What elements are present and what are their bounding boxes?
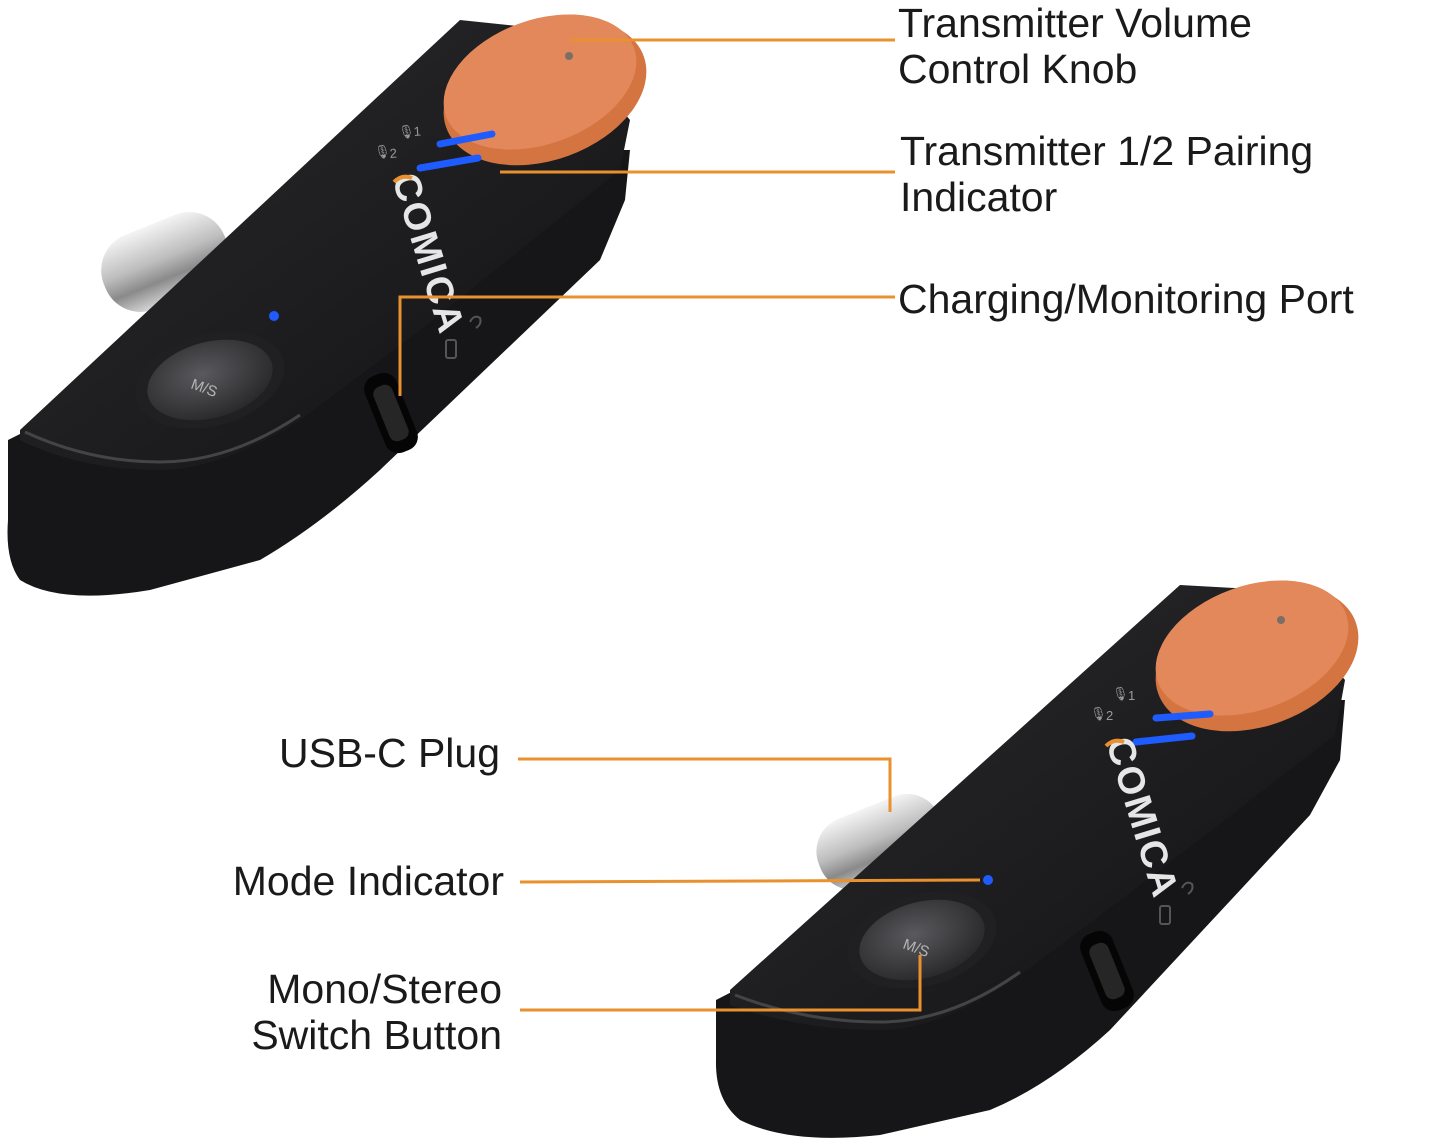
channel-labels-bottom: 🎙 1 🎙 2 bbox=[1090, 686, 1135, 723]
callout-volume-knob: Transmitter Volume Control Knob bbox=[898, 0, 1252, 92]
callout-pairing-indicator-line1: Transmitter 1/2 Pairing bbox=[900, 128, 1314, 174]
callout-charging-port: Charging/Monitoring Port bbox=[898, 276, 1354, 322]
svg-text:🎙: 🎙 bbox=[398, 124, 415, 139]
leader-usb-plug bbox=[518, 757, 892, 812]
callout-switch-button: Mono/Stereo Switch Button bbox=[251, 966, 502, 1058]
svg-text:🎙: 🎙 bbox=[374, 144, 391, 159]
pairing-indicator-top bbox=[416, 130, 496, 172]
volume-knob-top[interactable] bbox=[423, 0, 667, 192]
charging-port-top bbox=[364, 372, 418, 454]
callout-switch-button-line1: Mono/Stereo bbox=[267, 966, 502, 1012]
callout-volume-knob-line1: Transmitter Volume bbox=[898, 0, 1252, 46]
callout-mode-indicator-line1: Mode Indicator bbox=[232, 858, 504, 904]
mode-indicator-bottom bbox=[983, 875, 993, 885]
callout-pairing-indicator: Transmitter 1/2 Pairing Indicator bbox=[900, 128, 1313, 220]
callout-mode-indicator: Mode Indicator bbox=[233, 858, 504, 904]
channel-2-label-bottom: 2 bbox=[1106, 708, 1113, 723]
ms-button-top[interactable]: M/S bbox=[125, 316, 296, 444]
leader-switch-button bbox=[520, 955, 922, 1012]
volume-knob-bottom[interactable] bbox=[1135, 556, 1379, 758]
charging-port-bottom bbox=[1080, 930, 1134, 1012]
callout-usb-plug: USB-C Plug bbox=[279, 730, 500, 776]
channel-1-label-bottom: 1 bbox=[1128, 688, 1135, 703]
svg-text:🎙: 🎙 bbox=[1090, 706, 1107, 721]
callout-switch-button-line2: Switch Button bbox=[251, 1012, 502, 1058]
device-bottom: 🎙 1 🎙 2 COMICA M/S bbox=[715, 556, 1379, 1138]
leader-mode-indicator bbox=[519, 878, 981, 884]
svg-text:🎙: 🎙 bbox=[1112, 686, 1129, 701]
channel-1-label: 1 bbox=[413, 124, 421, 139]
callout-volume-knob-line2: Control Knob bbox=[898, 46, 1138, 92]
port-icons-top bbox=[445, 315, 482, 359]
callout-charging-port-line1: Charging/Monitoring Port bbox=[898, 276, 1354, 322]
leader-lines bbox=[398, 38, 981, 1012]
pairing-indicator-bottom bbox=[1132, 710, 1214, 746]
callout-pairing-indicator-line2: Indicator bbox=[900, 174, 1058, 220]
callout-usb-plug-line1: USB-C Plug bbox=[278, 730, 500, 776]
channel-labels-top: 🎙 1 🎙 2 bbox=[374, 124, 421, 161]
mode-indicator-top bbox=[269, 311, 279, 321]
ms-button-bottom[interactable]: M/S bbox=[837, 876, 1008, 1004]
leader-charging-port bbox=[398, 295, 895, 396]
channel-2-label: 2 bbox=[389, 146, 397, 161]
device-top: 🎙 1 🎙 2 COMICA M/S bbox=[7, 0, 667, 596]
port-icons-bottom bbox=[1159, 881, 1194, 925]
